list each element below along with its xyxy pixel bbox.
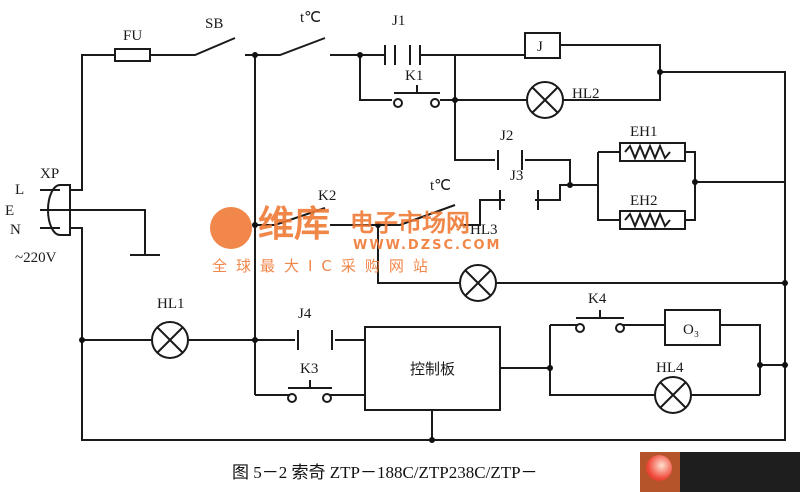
label-j2: J2 xyxy=(500,128,513,144)
watermark-brand: 维库 xyxy=(258,204,331,245)
label-board: 控制板 xyxy=(410,360,455,378)
label-j1: J1 xyxy=(392,13,405,29)
label-k2: K2 xyxy=(318,188,336,204)
logo-ball-icon xyxy=(646,455,672,481)
label-n: N xyxy=(10,222,21,238)
relay-coil-j xyxy=(524,32,561,59)
label-o3: O₃ xyxy=(683,322,699,338)
label-k1: K1 xyxy=(405,68,423,84)
label-e: E xyxy=(5,203,14,219)
watermark-logo-icon xyxy=(210,207,252,249)
watermark-site: 电子市场网 xyxy=(350,209,470,237)
plug-xp xyxy=(47,184,71,236)
label-tc2: t℃ xyxy=(430,178,451,194)
label-tc1: t℃ xyxy=(300,10,321,26)
label-fu: FU xyxy=(123,28,142,44)
corner-logo xyxy=(640,452,800,492)
pushbutton-k3 xyxy=(287,380,332,403)
lamp-hl2 xyxy=(526,81,564,119)
label-eh1: EH1 xyxy=(630,124,658,140)
label-hl4: HL4 xyxy=(656,360,684,376)
label-hl2: HL2 xyxy=(572,86,600,102)
watermark-slogan: 全球最大IC采购网站 xyxy=(212,257,437,275)
label-eh2: EH2 xyxy=(630,193,658,209)
label-j: J xyxy=(537,39,543,55)
label-l: L xyxy=(15,182,24,198)
lamp-hl4 xyxy=(654,376,692,414)
watermark-url: WWW.DZSC.COM xyxy=(353,238,502,253)
lamp-hl1 xyxy=(151,321,189,359)
figure-caption: 图 5－2 索奇 ZTP－188C/ZTP238C/ZTP－ xyxy=(232,463,538,482)
lamp-hl3 xyxy=(459,264,497,302)
heater-eh2 xyxy=(619,210,686,230)
label-j3: J3 xyxy=(510,168,523,184)
pushbutton-k1 xyxy=(393,85,440,108)
ozone-generator-o3 xyxy=(664,309,721,346)
heater-eh1 xyxy=(619,142,686,162)
control-board xyxy=(364,326,501,411)
label-k4: K4 xyxy=(588,291,607,307)
label-sb: SB xyxy=(205,16,223,32)
label-j4: J4 xyxy=(298,306,312,322)
label-k3: K3 xyxy=(300,361,318,377)
label-hl3: HL3 xyxy=(470,222,498,238)
label-220v: ~220V xyxy=(15,250,57,266)
pushbutton-k4 xyxy=(575,310,625,333)
label-hl1: HL1 xyxy=(157,296,185,312)
label-xp: XP xyxy=(40,166,59,182)
fuse-fu xyxy=(114,48,151,62)
components xyxy=(40,32,788,443)
